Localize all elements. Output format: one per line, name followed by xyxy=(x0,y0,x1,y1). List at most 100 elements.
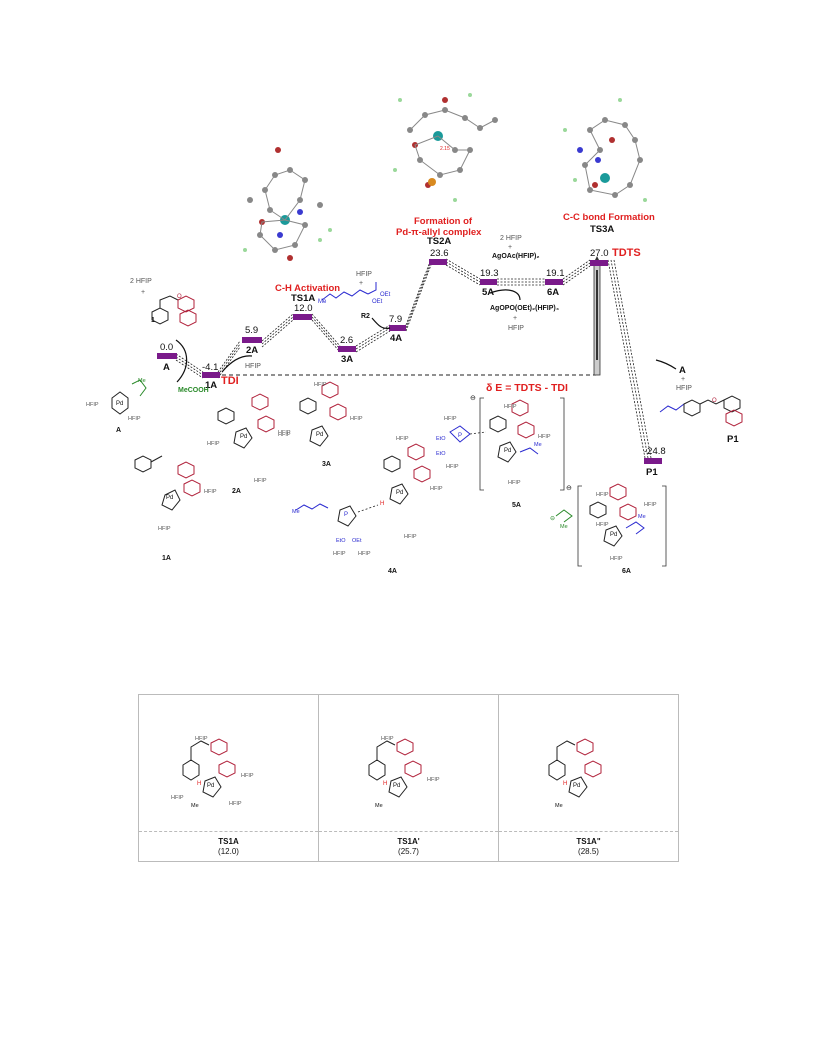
svg-text:3A: 3A xyxy=(322,461,331,468)
level-5A xyxy=(480,279,497,285)
product-hfip-label: HFIP xyxy=(676,385,692,392)
svg-text:1A: 1A xyxy=(162,555,171,562)
ts1a-double-prime-structure: Pd H Me xyxy=(548,738,602,809)
svg-text:HFIP: HFIP xyxy=(358,551,371,557)
svg-text:2A: 2A xyxy=(232,488,241,495)
ts-comparison-table: Pd H HFIP HFIP HFIP HFIP Me TS1A (12.0) … xyxy=(138,694,679,862)
cc-formation-label: C-C bond Formation xyxy=(563,212,655,223)
structure-6A: ⊖ Pd Me ⊖ Me HFIP HFIP HFIP HFIP 6A xyxy=(550,483,667,575)
svg-text:HFIP: HFIP xyxy=(254,478,267,484)
level-P1 xyxy=(644,458,662,464)
ts-name-3: TS1A" xyxy=(576,837,601,846)
energy-A: 0.0 xyxy=(160,342,173,353)
ts-energy-1: (12.0) xyxy=(218,847,239,856)
structure-A: Pd Me HFIP HFIP A xyxy=(86,378,147,434)
svg-text:Me: Me xyxy=(638,514,646,520)
svg-text:HFIP: HFIP xyxy=(596,492,609,498)
r2-me: Me xyxy=(318,299,327,305)
energy-TS1A: 12.0 xyxy=(294,303,313,314)
p1-structure-label: P1 xyxy=(727,434,739,445)
svg-text:Pd: Pd xyxy=(610,532,617,538)
svg-text:Pd: Pd xyxy=(393,783,400,789)
ts-cell-3: Pd H Me TS1A" (28.5) xyxy=(499,695,678,861)
svg-text:Me: Me xyxy=(292,509,300,515)
svg-text:Pd: Pd xyxy=(116,401,123,407)
energy-TS3A: 27.0 xyxy=(590,248,609,259)
tdi-label: TDI xyxy=(221,375,239,387)
mecooh-label: MeCOOH xyxy=(178,387,209,394)
svg-text:HFIP: HFIP xyxy=(427,777,440,783)
level-TS3A xyxy=(590,260,608,266)
svg-text:HFIP: HFIP xyxy=(241,773,254,779)
svg-text:HFIP: HFIP xyxy=(508,480,521,486)
svg-text:HFIP: HFIP xyxy=(333,551,346,557)
agoac-hfip: 2 HFIP xyxy=(500,235,522,242)
svg-text:HFIP: HFIP xyxy=(207,441,220,447)
start-hfip: 2 HFIP xyxy=(130,278,152,285)
level-1A xyxy=(202,372,220,378)
svg-text:Pd: Pd xyxy=(573,783,580,789)
svg-text:HFIP: HFIP xyxy=(278,430,291,436)
svg-text:HFIP: HFIP xyxy=(404,534,417,540)
label-A: A xyxy=(163,362,170,373)
svg-text:H: H xyxy=(197,781,201,787)
svg-text:Me: Me xyxy=(138,378,146,384)
svg-text:EtO: EtO xyxy=(436,451,446,457)
svg-text:HFIP: HFIP xyxy=(158,526,171,532)
level-4A xyxy=(389,325,406,331)
svg-text:HFIP: HFIP xyxy=(396,436,409,442)
label-4A: 4A xyxy=(390,333,402,344)
svg-text:HFIP: HFIP xyxy=(596,522,609,528)
energy-P1: -24.8 xyxy=(644,446,666,457)
level-A xyxy=(157,353,177,359)
svg-text:HFIP: HFIP xyxy=(278,432,291,438)
ts1a-prime-structure: Pd H HFIP HFIP Me xyxy=(368,736,440,809)
svg-text:P: P xyxy=(458,433,462,439)
ts2a-3d-structure: 2.15 xyxy=(393,93,498,202)
svg-text:Me: Me xyxy=(534,442,542,448)
svg-text:HFIP: HFIP xyxy=(128,416,141,422)
energy-5A: 19.3 xyxy=(480,268,499,279)
svg-text:HFIP: HFIP xyxy=(350,416,363,422)
svg-text:EtO: EtO xyxy=(436,436,446,442)
svg-text:HFIP: HFIP xyxy=(444,416,457,422)
r2-oet-2: OEt xyxy=(372,299,383,305)
tdts-label: TDTS xyxy=(612,247,641,259)
ts1a-3d-structure xyxy=(243,147,332,261)
svg-text:6A: 6A xyxy=(622,568,631,575)
delta-e-label: δ E = TDTS - TDI xyxy=(486,382,568,394)
svg-text:Pd: Pd xyxy=(396,490,403,496)
svg-text:HFIP: HFIP xyxy=(171,795,184,801)
ts1a-structure: Pd H HFIP HFIP HFIP HFIP Me xyxy=(171,736,254,809)
allyl-label-line2: Pd-π-allyl complex xyxy=(396,227,482,238)
energy-1A: -4.1 xyxy=(202,362,218,373)
structure-1A: Pd HFIP HFIP 1A xyxy=(134,455,217,562)
structure-2A: Pd HFIP HFIP HFIP 2A xyxy=(207,393,291,495)
svg-text:Me: Me xyxy=(555,803,563,809)
level-3A xyxy=(338,346,356,352)
ts3a-3d-structure xyxy=(563,98,647,202)
ts-cell-2: Pd H HFIP HFIP Me TS1A' (25.7) xyxy=(319,695,499,861)
energy-profile-diagram: 0.0 -4.1 5.9 12.0 2.6 7.9 23.6 19.3 19.1… xyxy=(86,93,743,575)
hfip-after-label: HFIP xyxy=(508,325,524,332)
energy-TS2A: 23.6 xyxy=(430,248,449,259)
label-1A: 1A xyxy=(205,380,217,391)
p1-structure: O P1 xyxy=(659,395,743,445)
energy-levels xyxy=(157,259,662,464)
svg-text:HFIP: HFIP xyxy=(229,801,242,807)
svg-text:A: A xyxy=(116,427,121,434)
hfip-added: HFIP xyxy=(356,271,372,278)
svg-text:5A: 5A xyxy=(512,502,521,509)
svg-text:HFIP: HFIP xyxy=(430,486,443,492)
svg-text:Me: Me xyxy=(191,803,199,809)
svg-text:HFIP: HFIP xyxy=(504,404,517,410)
svg-text:Me: Me xyxy=(375,803,383,809)
svg-text:Pd: Pd xyxy=(166,495,173,501)
ts-energy-3: (28.5) xyxy=(578,847,599,856)
level-6A xyxy=(545,279,563,285)
svg-text:Pd: Pd xyxy=(207,783,214,789)
svg-text:O: O xyxy=(177,294,182,300)
svg-text:HFIP: HFIP xyxy=(610,556,623,562)
svg-text:HFIP: HFIP xyxy=(381,736,394,742)
svg-text:⊖: ⊖ xyxy=(550,516,555,522)
